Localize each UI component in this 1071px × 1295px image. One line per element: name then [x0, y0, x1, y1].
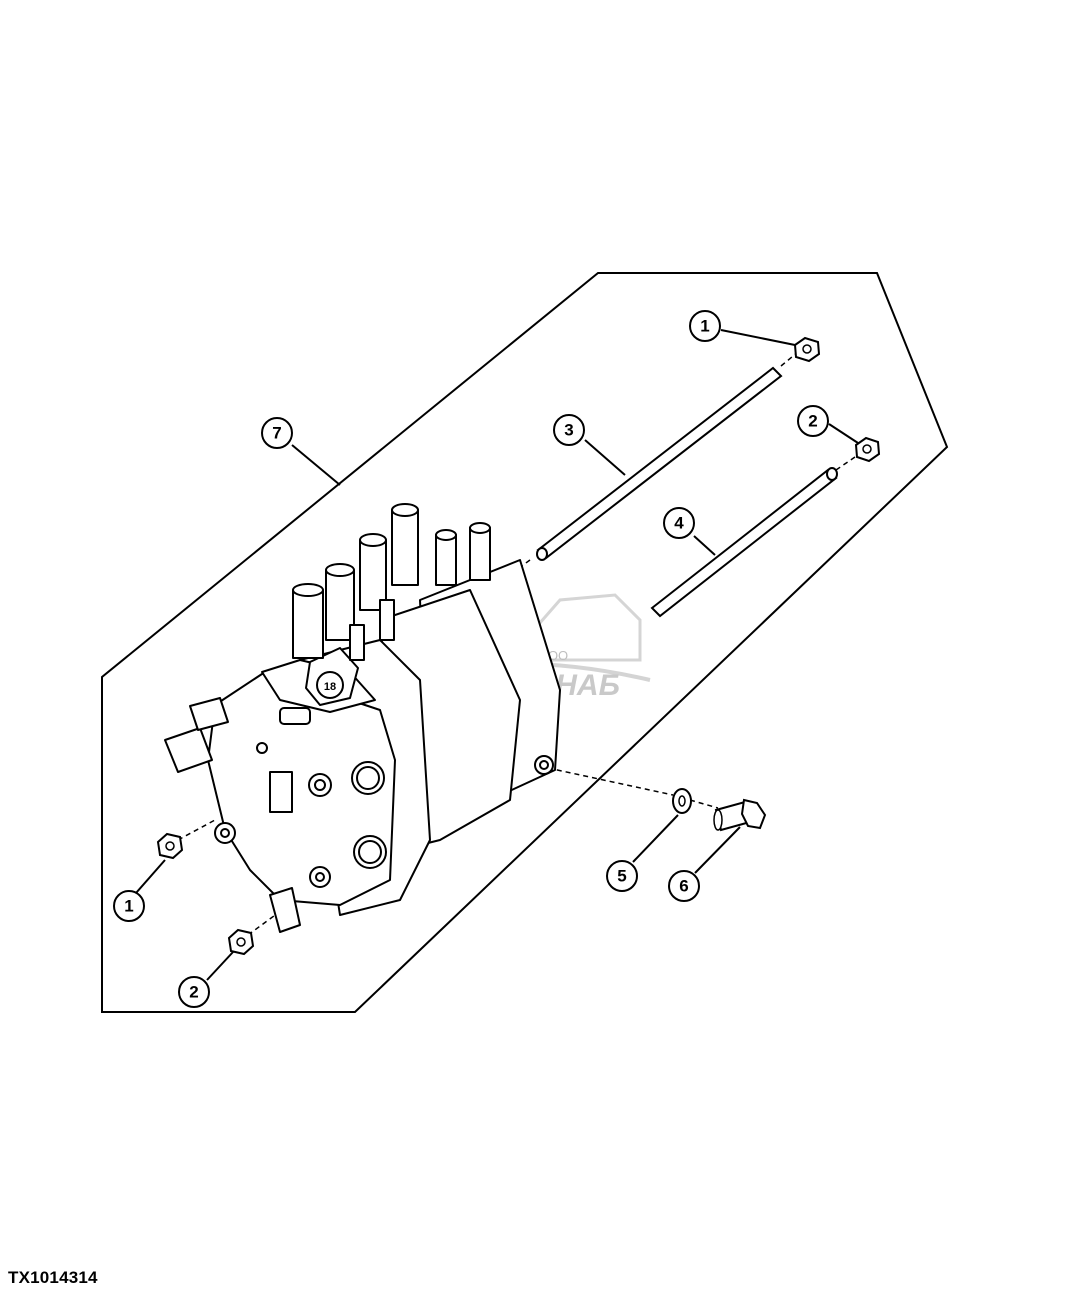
callout-4-label: 4: [674, 514, 684, 533]
callout-2-top-label: 2: [808, 412, 817, 431]
valve-stamp-text: 18: [324, 681, 336, 693]
callout-2-top: 2: [797, 405, 829, 437]
callout-6: 6: [668, 870, 700, 902]
tie-rod-4: [650, 467, 838, 618]
callout-7: 7: [261, 417, 293, 449]
control-valve-assembly: [164, 503, 561, 933]
callout-1-bottom-label: 1: [124, 897, 133, 916]
callout-5: 5: [606, 860, 638, 892]
assembly-outline: [101, 272, 949, 1013]
tie-rod-3: [536, 366, 783, 561]
callout-1-bottom: 1: [113, 890, 145, 922]
leader-lines: [135, 329, 859, 981]
callout-1-top-label: 1: [700, 317, 709, 336]
nut-top-1: [793, 336, 821, 363]
callout-2-bottom: 2: [178, 976, 210, 1008]
callout-4: 4: [663, 507, 695, 539]
callout-3-label: 3: [564, 421, 573, 440]
callout-2-bottom-label: 2: [189, 983, 198, 1002]
callout-7-label: 7: [272, 424, 281, 443]
callout-6-label: 6: [679, 877, 688, 896]
nut-top-2: [854, 436, 881, 463]
cap-screw-6: [713, 798, 767, 832]
figure-id: TX1014314: [8, 1268, 98, 1287]
callout-3: 3: [553, 414, 585, 446]
washer-5: [672, 788, 692, 814]
nut-bottom-2: [227, 928, 255, 956]
callout-1-top: 1: [689, 310, 721, 342]
callout-5-label: 5: [617, 867, 626, 886]
nut-bottom-1: [156, 832, 184, 860]
